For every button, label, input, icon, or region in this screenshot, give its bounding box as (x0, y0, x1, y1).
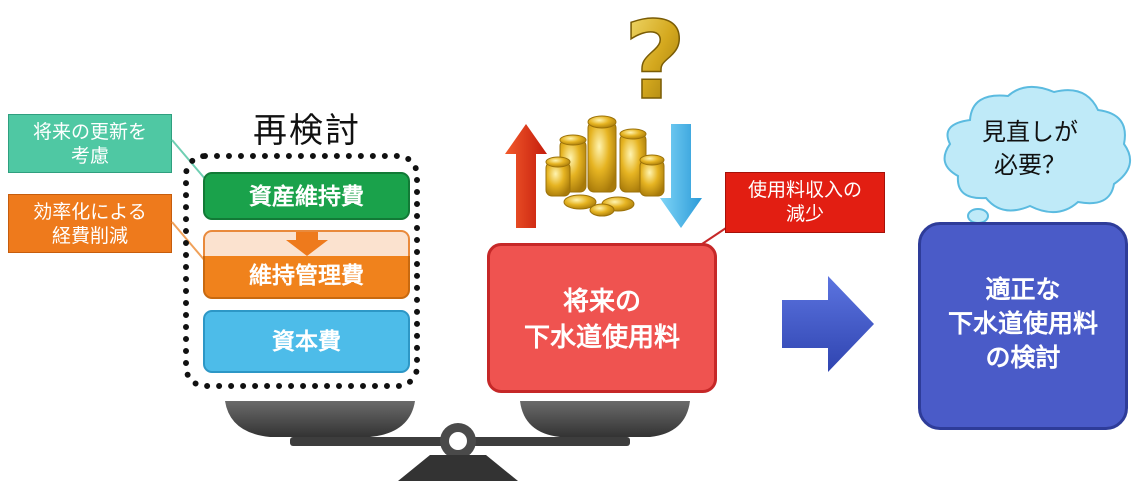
callout-efficiency: 効率化による 経費削減 (8, 194, 172, 253)
right-arrow-icon (782, 276, 874, 372)
callout-efficiency-line1: 効率化による (33, 201, 147, 223)
callout-efficiency-line2: 経費削減 (51, 225, 128, 247)
down-arrow-blue-icon (660, 124, 702, 228)
cloud-line2: 必要？ (994, 151, 1066, 179)
result-line1: 適正な (985, 275, 1061, 304)
right-pan (520, 401, 690, 437)
down-arrow-icon (286, 232, 328, 256)
result-line3: の検討 (985, 343, 1061, 372)
scale-base (398, 455, 518, 481)
future-sewer-fee-box: 将来の 下水道使用料 (487, 243, 717, 393)
up-arrow-icon (505, 124, 547, 228)
callout-future-update: 将来の更新を 考慮 (8, 114, 172, 173)
result-line2: 下水道使用料 (947, 309, 1098, 338)
future-fee-line1: 将来の (562, 287, 641, 317)
capital-cost-box: 資本費 (203, 310, 410, 373)
callout-revenue-decrease: 使用料収入の 減少 (725, 172, 885, 233)
appropriate-fee-box: 適正な 下水道使用料 の検討 (918, 222, 1128, 430)
callout-revenue-line2: 減少 (785, 203, 824, 225)
reconsideration-frame (183, 153, 420, 389)
callout-revenue-line1: 使用料収入の (747, 179, 862, 201)
callout-future-update-line1: 将来の更新を (32, 121, 147, 143)
page-title: 再検討 (253, 111, 361, 151)
thought-cloud-icon (943, 85, 1132, 237)
connector-orange (171, 221, 207, 263)
balance-scale-icon (225, 401, 690, 481)
question-mark-glyph: ? (624, 10, 687, 114)
callout-future-update-line2: 考慮 (70, 145, 109, 167)
cloud-line1: 見直しが (982, 118, 1078, 146)
cloud-text: 見直しが 必要？ (960, 116, 1100, 182)
left-pan (225, 401, 415, 437)
future-fee-line2: 下水道使用料 (523, 323, 680, 353)
coins-icon (545, 115, 665, 217)
operation-management-box: 維持管理費 (203, 256, 410, 299)
question-mark-icon: ? (623, 10, 687, 114)
asset-maintenance-box: 資産維持費 (203, 172, 410, 220)
